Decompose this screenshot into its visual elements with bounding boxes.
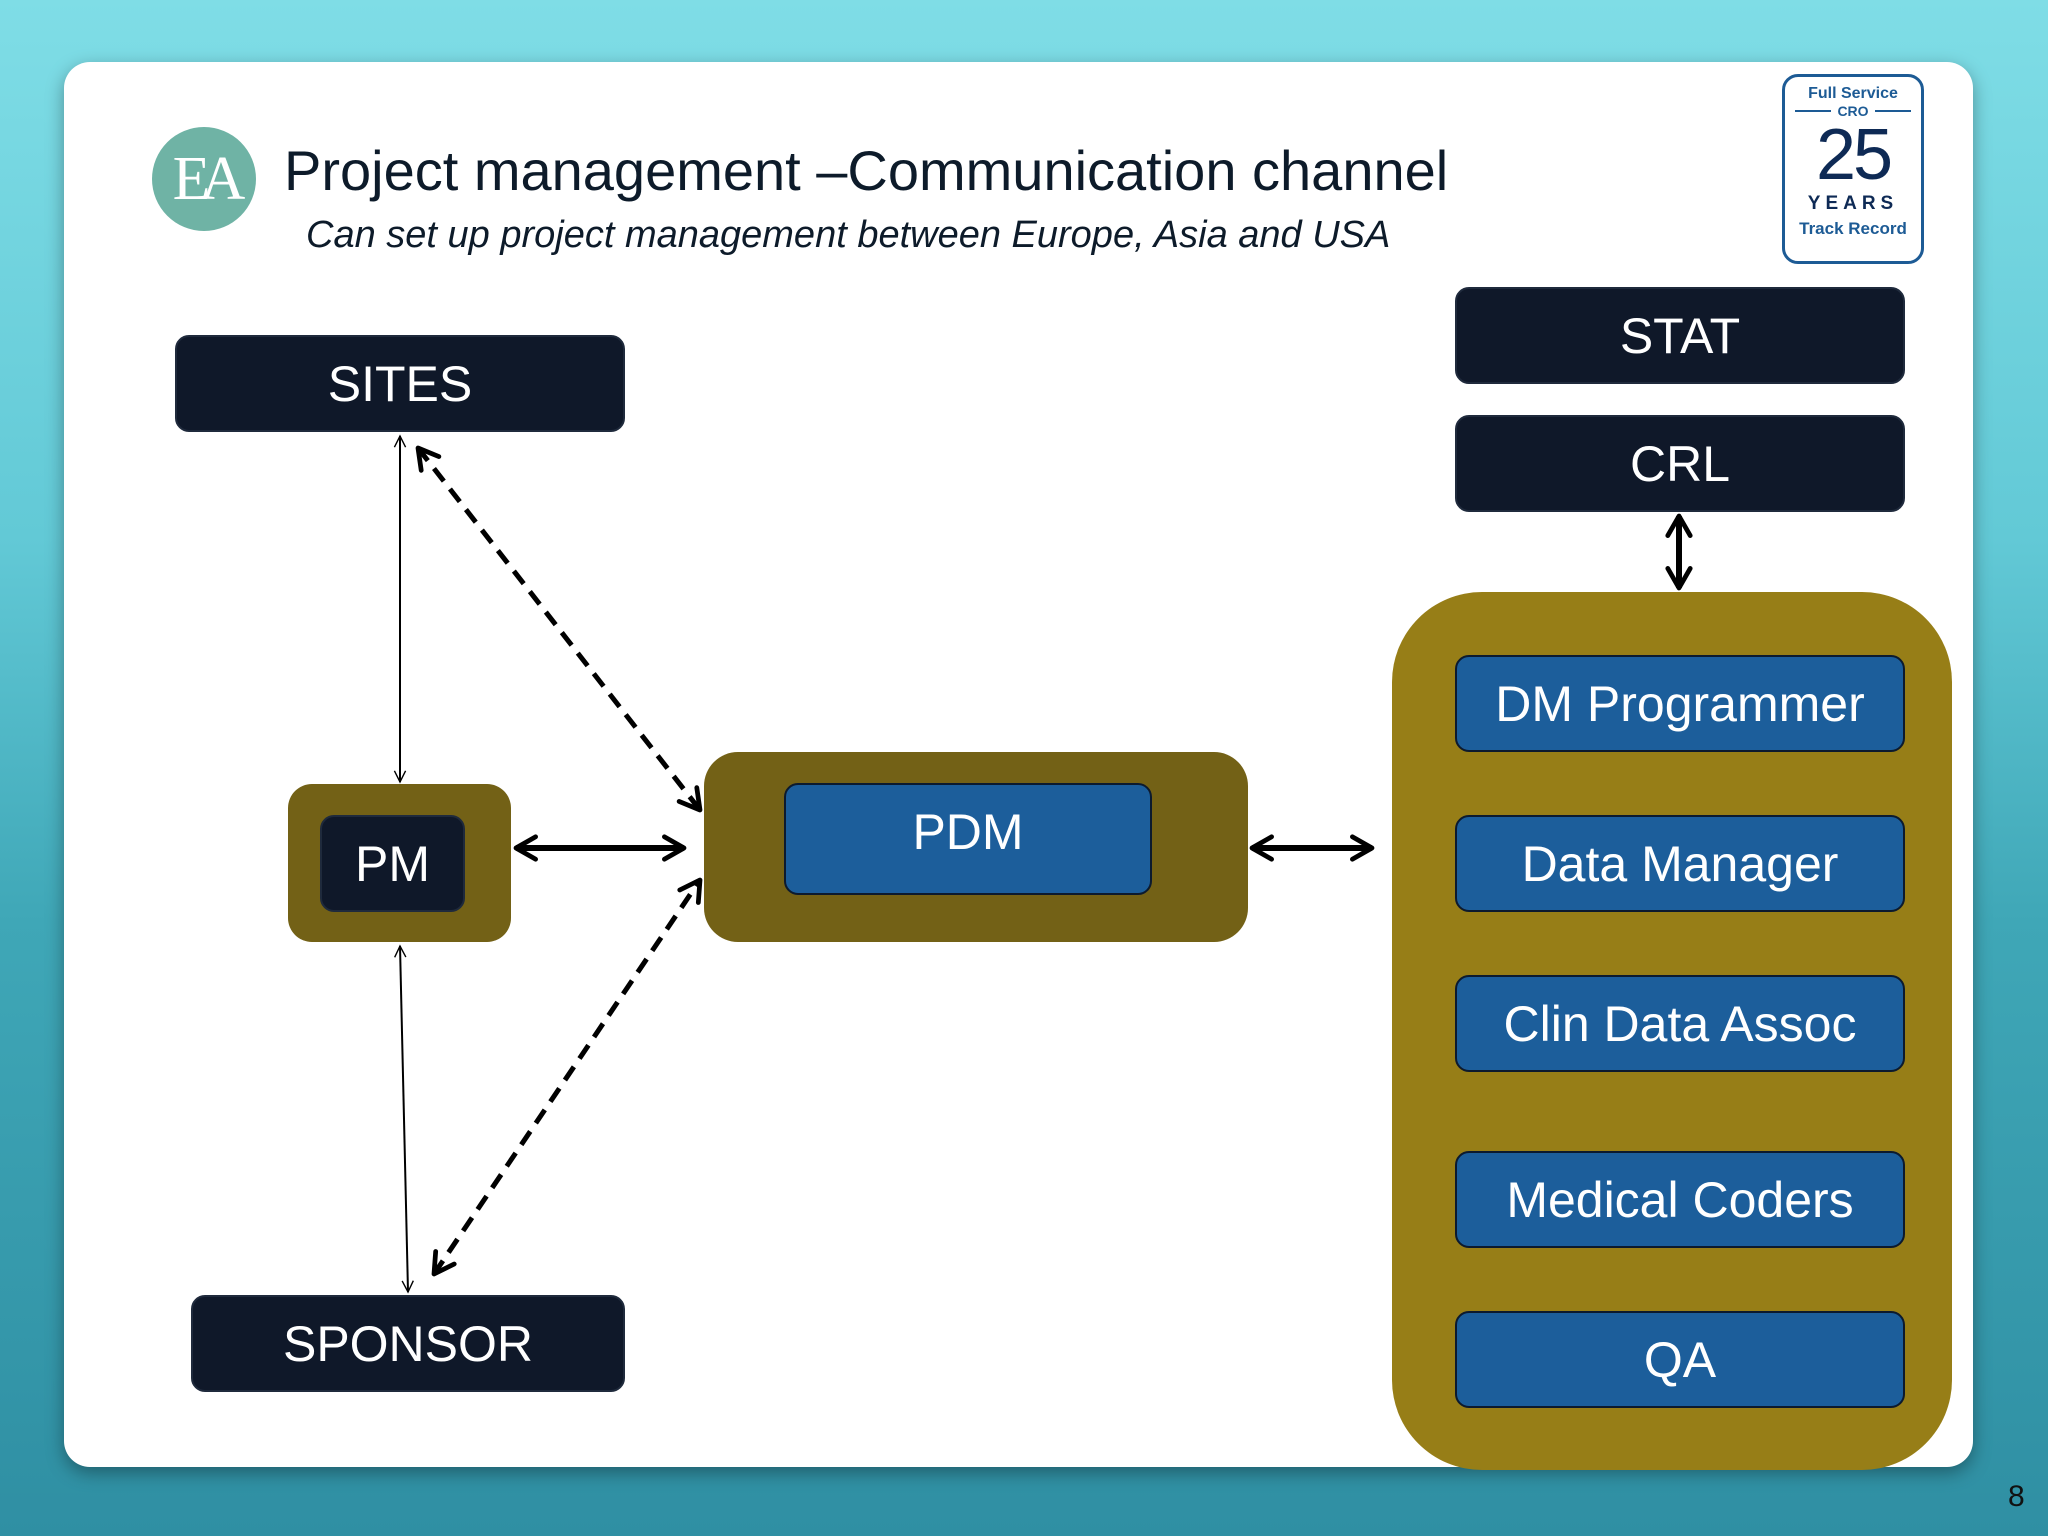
clin-data-assoc-box: Clin Data Assoc bbox=[1455, 975, 1905, 1072]
pdm-box: PDM bbox=[784, 783, 1152, 895]
sites-box: SITES bbox=[175, 335, 625, 432]
arrow-sponsor-pdm-dashed bbox=[431, 877, 703, 1277]
full-service-cro-badge: Full Service CRO 25 YEARS Track Record bbox=[1782, 74, 1924, 264]
page-number: 8 bbox=[2008, 1480, 2025, 1513]
slide-title: Project management –Communication channe… bbox=[284, 139, 1449, 202]
medical-coders-box: Medical Coders bbox=[1455, 1151, 1905, 1248]
badge-full-service: Full Service bbox=[1808, 85, 1898, 102]
sponsor-box: SPONSOR bbox=[191, 1295, 625, 1392]
stat-box: STAT bbox=[1455, 287, 1905, 384]
company-logo: EA bbox=[152, 127, 256, 231]
badge-number: 25 bbox=[1815, 115, 1893, 195]
arrow-sites-pdm-dashed bbox=[415, 445, 703, 813]
slide-subtitle: Can set up project management between Eu… bbox=[306, 214, 1391, 256]
dm-programmer-box: DM Programmer bbox=[1455, 655, 1905, 752]
badge-years: YEARS bbox=[1807, 193, 1899, 214]
crl-box: CRL bbox=[1455, 415, 1905, 512]
badge-cro: CRO bbox=[1785, 103, 1921, 119]
qa-box: QA bbox=[1455, 1311, 1905, 1408]
data-manager-box: Data Manager bbox=[1455, 815, 1905, 912]
badge-track-record: Track Record bbox=[1799, 219, 1907, 238]
arrow-pm-sponsor bbox=[400, 946, 408, 1292]
